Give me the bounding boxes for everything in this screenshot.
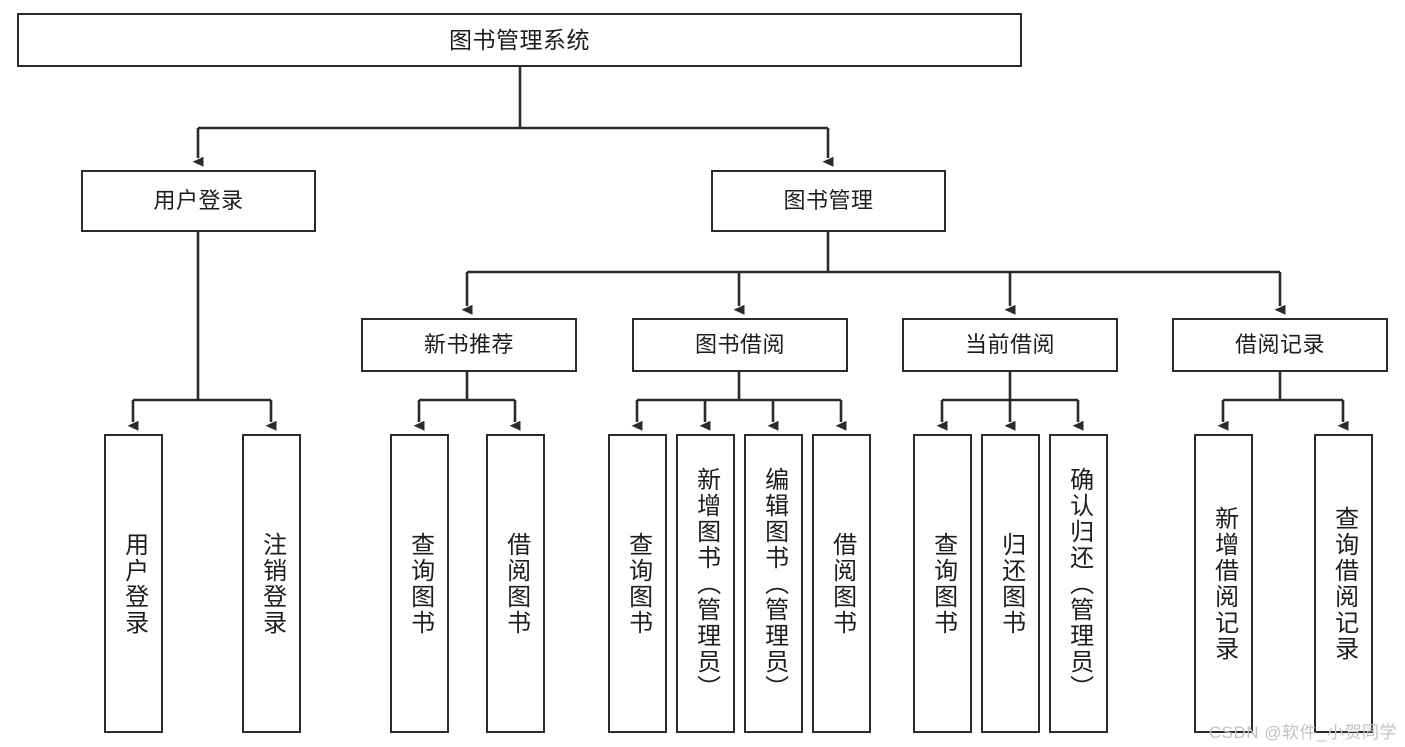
- node-label: 借阅记录: [1234, 332, 1325, 358]
- node-label: 编辑图书（管理员）: [760, 466, 788, 701]
- node-label: 图书管理系统: [449, 26, 590, 53]
- node-label: 图书借阅: [694, 332, 785, 358]
- node-label: 新增图书（管理员）: [692, 466, 720, 701]
- node-label: 查询借阅记录: [1330, 505, 1358, 662]
- node-label: 查询图书: [624, 531, 652, 636]
- node-label: 当前借阅: [964, 332, 1055, 358]
- node-label: 新书推荐: [423, 332, 514, 358]
- node-leaf-query-book-recommend[interactable]: 查询图书: [390, 434, 449, 733]
- node-label: 借阅图书: [828, 531, 856, 636]
- node-leaf-add-borrow-record[interactable]: 新增借阅记录: [1194, 434, 1253, 733]
- node-label: 归还图书: [997, 531, 1025, 636]
- node-label: 借阅图书: [502, 531, 530, 636]
- node-leaf-logout-login[interactable]: 注销登录: [242, 434, 301, 733]
- node-current-borrow[interactable]: 当前借阅: [902, 318, 1118, 372]
- node-label: 新增借阅记录: [1210, 505, 1238, 662]
- node-leaf-query-borrow-record[interactable]: 查询借阅记录: [1314, 434, 1373, 733]
- node-root-book-management-system[interactable]: 图书管理系统: [17, 13, 1022, 67]
- node-new-book-recommend[interactable]: 新书推荐: [361, 318, 577, 372]
- node-book-management[interactable]: 图书管理: [711, 170, 946, 232]
- node-book-borrow[interactable]: 图书借阅: [632, 318, 848, 372]
- node-label: 用户登录: [120, 531, 148, 636]
- node-borrow-record[interactable]: 借阅记录: [1172, 318, 1388, 372]
- node-leaf-confirm-return-admin[interactable]: 确认归还（管理员）: [1049, 434, 1108, 733]
- node-label: 用户登录: [153, 188, 244, 214]
- node-leaf-edit-book-admin[interactable]: 编辑图书（管理员）: [744, 434, 803, 733]
- node-user-login[interactable]: 用户登录: [81, 170, 316, 232]
- node-leaf-query-book-current[interactable]: 查询图书: [913, 434, 972, 733]
- node-label: 确认归还（管理员）: [1065, 466, 1093, 701]
- node-leaf-borrow-book[interactable]: 借阅图书: [812, 434, 871, 733]
- node-label: 注销登录: [258, 531, 286, 636]
- node-leaf-user-login[interactable]: 用户登录: [104, 434, 163, 733]
- node-leaf-borrow-book-recommend[interactable]: 借阅图书: [486, 434, 545, 733]
- node-leaf-query-book-borrow[interactable]: 查询图书: [608, 434, 667, 733]
- node-label: 图书管理: [783, 188, 874, 214]
- node-leaf-return-book[interactable]: 归还图书: [981, 434, 1040, 733]
- node-label: 查询图书: [929, 531, 957, 636]
- node-leaf-add-book-admin[interactable]: 新增图书（管理员）: [676, 434, 735, 733]
- node-label: 查询图书: [406, 531, 434, 636]
